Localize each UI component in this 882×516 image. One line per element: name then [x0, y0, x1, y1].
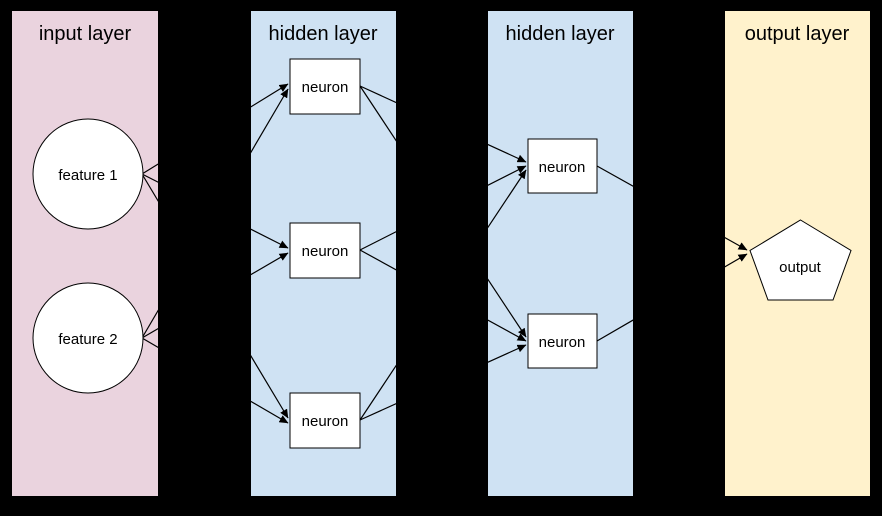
- node-hidden1-neuron2-label: neuron: [302, 243, 349, 260]
- edge-feature1-hidden1-neuron1: [141, 83, 289, 175]
- edge-hidden1-neuron2-hidden2-neuron1: [359, 165, 527, 251]
- node-hidden1-neuron3-label: neuron: [302, 413, 349, 430]
- hidden-layer-2-title: hidden layer: [506, 23, 615, 45]
- node-hidden1-neuron2: [289, 222, 361, 279]
- edge-feature2-hidden1-neuron3: [141, 337, 289, 424]
- output-layer-title: output layer: [745, 23, 850, 45]
- node-hidden1-neuron1-label: neuron: [302, 79, 349, 96]
- edge-hidden1-neuron1-hidden2-neuron2: [359, 85, 527, 338]
- edge-hidden2-neuron1-output: [596, 165, 748, 251]
- edge-hidden2-neuron2-output: [596, 253, 748, 342]
- node-output: [749, 219, 852, 301]
- edge-feature1-hidden1-neuron2: [141, 173, 289, 249]
- node-feature2: [32, 282, 144, 394]
- node-output-label: output: [779, 259, 822, 276]
- input-layer-column: [12, 11, 158, 496]
- edge-feature2-hidden1-neuron2: [141, 252, 289, 339]
- node-hidden2-neuron2: [527, 313, 598, 369]
- node-hidden1-neuron1: [289, 58, 361, 115]
- node-hidden2-neuron1-label: neuron: [539, 159, 586, 176]
- node-hidden1-neuron3: [289, 392, 361, 449]
- hidden-layer-2-column: [488, 11, 633, 496]
- node-feature2-label: feature 2: [58, 331, 117, 348]
- edge-hidden1-neuron3-hidden2-neuron2: [359, 344, 527, 421]
- node-feature1: [32, 118, 144, 230]
- hidden-layer-1-title: hidden layer: [269, 23, 378, 45]
- edge-hidden1-neuron3-hidden2-neuron1: [359, 169, 527, 421]
- edge-feature2-hidden1-neuron1: [141, 88, 289, 339]
- node-feature1-label: feature 1: [58, 167, 117, 184]
- node-hidden2-neuron2-label: neuron: [539, 334, 586, 351]
- edge-hidden1-neuron1-hidden2-neuron1: [359, 85, 527, 163]
- node-hidden2-neuron1: [527, 138, 598, 194]
- input-layer-title: input layer: [39, 23, 132, 45]
